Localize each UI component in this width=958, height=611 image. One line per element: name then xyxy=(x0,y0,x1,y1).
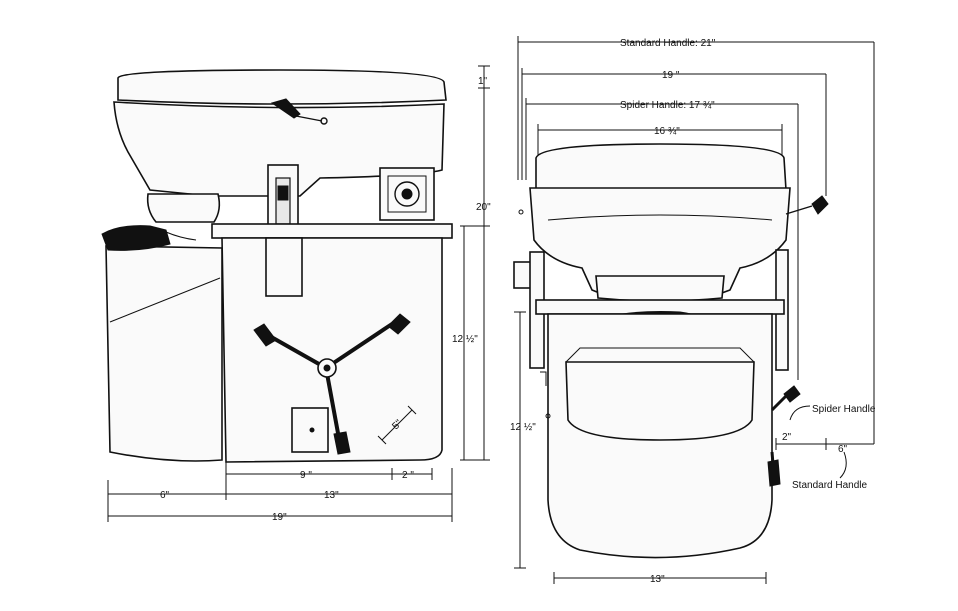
front-label-6: 6" xyxy=(838,444,848,455)
front-dim-19 xyxy=(521,68,827,196)
side-front-lip xyxy=(146,193,221,223)
side-liquid-bottle xyxy=(105,245,223,462)
side-bottle-cap xyxy=(101,225,171,251)
front-side-pin xyxy=(545,413,551,419)
front-lid xyxy=(535,143,787,191)
front-label-standard-callout: Standard Handle xyxy=(792,480,867,491)
side-vent-outer xyxy=(394,181,420,207)
side-lid xyxy=(117,69,447,105)
front-small-bracket xyxy=(540,371,547,386)
front-dim-base-height xyxy=(514,311,526,569)
front-spider-handle-grip xyxy=(783,385,801,403)
side-label-9: 9 " xyxy=(300,470,312,481)
side-label-1: 1" xyxy=(478,76,488,87)
front-top-handle-rod xyxy=(785,205,813,215)
front-label-spider-callout: Spider Handle xyxy=(812,404,876,415)
front-label-12: 12 ½" xyxy=(510,422,536,433)
front-bottle-top xyxy=(565,347,755,363)
front-top-handle-grip xyxy=(811,195,829,215)
side-spider-center xyxy=(323,364,331,372)
front-spider-handle-rod xyxy=(770,394,788,412)
side-spider-grip-2 xyxy=(387,313,411,335)
side-label-12: 12 ½" xyxy=(452,334,478,345)
side-top-handle-pivot xyxy=(320,117,328,125)
front-standard-callout xyxy=(839,451,847,479)
front-label-19: 19 " xyxy=(662,70,680,81)
side-base-body xyxy=(221,237,443,463)
front-dim-standard-handle xyxy=(517,36,875,444)
front-label-13: 13" xyxy=(650,574,665,585)
side-latch xyxy=(275,177,291,225)
front-dim-13 xyxy=(553,572,767,584)
side-label-2: 2 " xyxy=(402,470,414,481)
front-label-2: 2" xyxy=(782,432,792,443)
side-top-handle-rod xyxy=(295,115,323,122)
side-top-handle-grip xyxy=(270,98,301,119)
side-dim-extension xyxy=(107,462,453,520)
front-bowl-inner xyxy=(595,275,725,302)
side-drain-dot xyxy=(309,427,315,433)
side-vertical-dims xyxy=(460,65,490,461)
side-view: 1" 20" 12 ½" 5" 9 " 2 " 6" 13" 19" xyxy=(101,65,491,523)
side-label-20: 20" xyxy=(476,202,491,213)
side-vent-hole xyxy=(401,188,413,200)
front-view: Standard Handle: 21" 19 " Spider Handle:… xyxy=(510,36,876,585)
side-label-6: 6" xyxy=(160,490,170,501)
front-seat-line xyxy=(547,214,773,221)
front-left-pin xyxy=(518,209,524,215)
side-label-13: 13" xyxy=(324,490,339,501)
side-bottle-tube xyxy=(165,231,197,241)
side-bottle-edge xyxy=(109,277,221,323)
front-dim-spider-handle xyxy=(525,98,799,380)
side-latch-knob xyxy=(277,185,289,201)
side-base-column xyxy=(265,237,303,297)
side-spider-grip-3 xyxy=(333,431,351,455)
front-bottle xyxy=(565,361,755,441)
side-dim-5-line xyxy=(377,405,417,445)
front-label-standard-handle: Standard Handle: 21" xyxy=(620,38,716,49)
front-label-spider-handle: Spider Handle: 17 ¾" xyxy=(620,100,715,111)
side-label-19: 19" xyxy=(272,512,287,523)
side-spider-grip-1 xyxy=(253,323,277,347)
front-label-16: 16 ¾" xyxy=(654,126,680,137)
front-spider-callout xyxy=(789,405,811,421)
side-vent-frame xyxy=(387,175,427,213)
side-rim-plate xyxy=(211,223,453,239)
front-standard-handle-grip xyxy=(767,459,781,487)
